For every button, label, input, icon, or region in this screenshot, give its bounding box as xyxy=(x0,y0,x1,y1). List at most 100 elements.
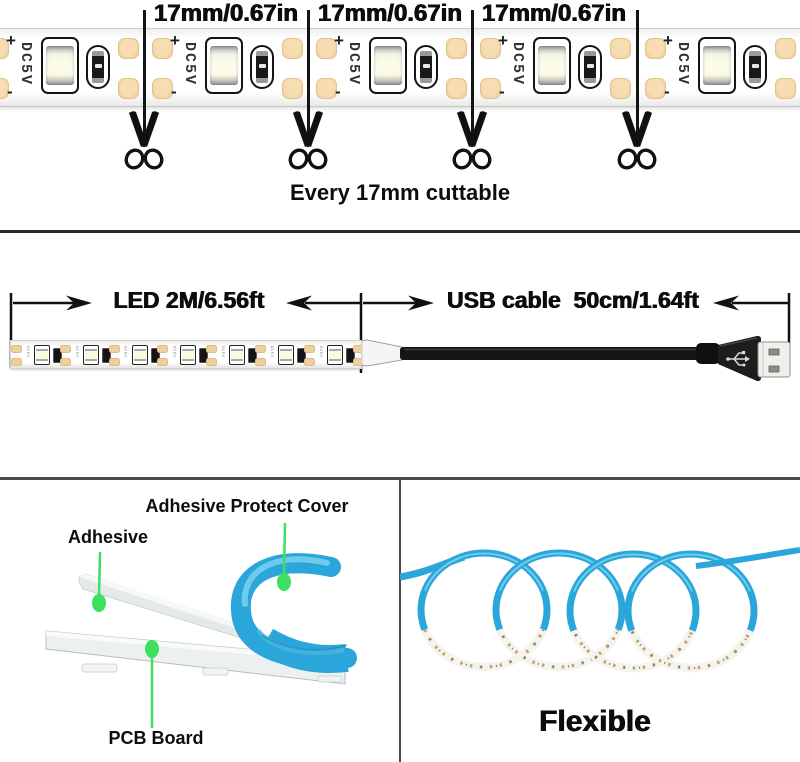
usb-shell-hole xyxy=(768,348,780,356)
flexible-coil-graphic xyxy=(400,547,800,673)
adhesive-label: Adhesive xyxy=(68,527,149,547)
led-emitter xyxy=(538,46,566,85)
copper-pad xyxy=(610,78,631,99)
scissors-icon xyxy=(450,110,494,172)
coil-loop-front xyxy=(420,627,548,672)
coil-loop-sheen xyxy=(424,552,544,591)
resistor-mini xyxy=(345,348,355,363)
copper-pad-mini xyxy=(108,345,120,353)
led-module-mini xyxy=(180,345,197,365)
voltage-print: DC5V xyxy=(181,42,198,87)
copper-pad xyxy=(645,38,666,59)
led-module xyxy=(205,37,243,94)
copper-pad xyxy=(0,38,9,59)
copper-pad-mini xyxy=(206,345,218,353)
cover-label: Adhesive Protect Cover xyxy=(145,496,349,516)
section-divider-top xyxy=(0,230,800,233)
led-emitter-mini xyxy=(280,349,292,361)
voltage-print-mini: DC5V xyxy=(317,346,322,358)
copper-pad xyxy=(480,38,501,59)
led-emitter-mini xyxy=(231,349,244,361)
resistor-marking xyxy=(423,64,430,68)
usb-length-label: USB cable 50cm/1.64ft xyxy=(447,287,699,313)
copper-pad-mini xyxy=(59,345,71,353)
resistor-mini xyxy=(199,348,209,363)
copper-pad xyxy=(610,38,631,59)
usb-metal-shell xyxy=(757,341,791,378)
cut-line xyxy=(307,10,310,136)
polarity-minus: - xyxy=(7,82,13,101)
resistor xyxy=(250,45,274,89)
led-emitter xyxy=(703,46,731,85)
scissors-icon xyxy=(286,110,330,172)
led-module-mini xyxy=(229,345,246,365)
copper-pad-mini xyxy=(157,358,169,366)
led-emitter xyxy=(46,46,74,85)
flexible-label: Flexible xyxy=(539,705,651,738)
resistor-mini xyxy=(53,348,62,363)
copper-pad xyxy=(645,78,666,99)
usb-trident-icon xyxy=(726,351,750,367)
cuttable-caption: Every 17mm cuttable xyxy=(289,180,511,205)
resistor xyxy=(578,45,602,89)
copper-pad xyxy=(775,38,796,59)
coil-loop-front xyxy=(627,628,755,673)
annotation-lines xyxy=(97,522,287,728)
led-module-mini xyxy=(278,345,294,365)
copper-pad-mini xyxy=(303,358,315,366)
panel-divider-vertical xyxy=(398,477,401,762)
led-emitter-mini xyxy=(36,349,48,361)
voltage-print: DC5V xyxy=(17,42,34,87)
copper-pad-mini xyxy=(59,358,71,366)
copper-pad xyxy=(282,38,303,59)
copper-pad xyxy=(118,38,139,59)
usb-shell-hole xyxy=(768,365,780,373)
pcb-label: PCB Board xyxy=(108,728,204,748)
coil-led-components xyxy=(498,628,620,669)
pcb-tab xyxy=(81,663,118,673)
led-emitter xyxy=(210,46,238,85)
led-module-mini xyxy=(326,345,343,365)
adhesive-peel-diagram xyxy=(45,522,357,728)
polarity-plus: + xyxy=(334,31,344,50)
voltage-print-mini: DC5V xyxy=(269,346,273,358)
resistor-marking xyxy=(752,64,759,68)
voltage-print-mini: DC5V xyxy=(73,346,78,358)
resistor-mini xyxy=(101,348,111,363)
copper-pad xyxy=(282,78,303,99)
led-strip-top: +-DC5V+-DC5V+-DC5V+-DC5V+-DC5V xyxy=(0,28,800,107)
voltage-print: DC5V xyxy=(345,42,362,87)
adhesive-protect-cover xyxy=(230,553,357,674)
copper-pad xyxy=(316,78,337,99)
scissors-icon xyxy=(122,110,166,172)
polarity-plus: + xyxy=(663,31,673,50)
led-emitter-mini xyxy=(182,349,195,361)
usb-body-highlight xyxy=(719,337,758,347)
resistor-marking xyxy=(587,64,594,68)
cut-line xyxy=(143,10,146,136)
copper-pad-mini xyxy=(352,345,361,353)
cut-length-label: 17mm/0.67in xyxy=(317,0,463,27)
copper-pad xyxy=(0,78,9,99)
polarity-plus: + xyxy=(6,31,16,50)
led-module-mini xyxy=(34,345,50,365)
copper-pad xyxy=(446,78,467,99)
led-module xyxy=(41,37,79,94)
polarity-minus: - xyxy=(499,82,505,101)
coil-led-components xyxy=(572,629,694,670)
copper-pad xyxy=(775,78,796,99)
polarity-minus: - xyxy=(664,82,670,101)
coil-exit-strand xyxy=(695,547,800,569)
copper-pad-mini xyxy=(303,345,315,353)
coil-loop-sheen xyxy=(631,553,751,592)
copper-pad-mini xyxy=(352,358,361,366)
cut-length-label: 17mm/0.67in xyxy=(481,0,627,27)
cut-line xyxy=(471,10,474,136)
copper-pad-mini xyxy=(206,358,218,366)
led-module xyxy=(698,37,736,94)
voltage-print-mini: DC5V xyxy=(122,346,127,358)
voltage-print-mini: DC5V xyxy=(25,346,29,358)
